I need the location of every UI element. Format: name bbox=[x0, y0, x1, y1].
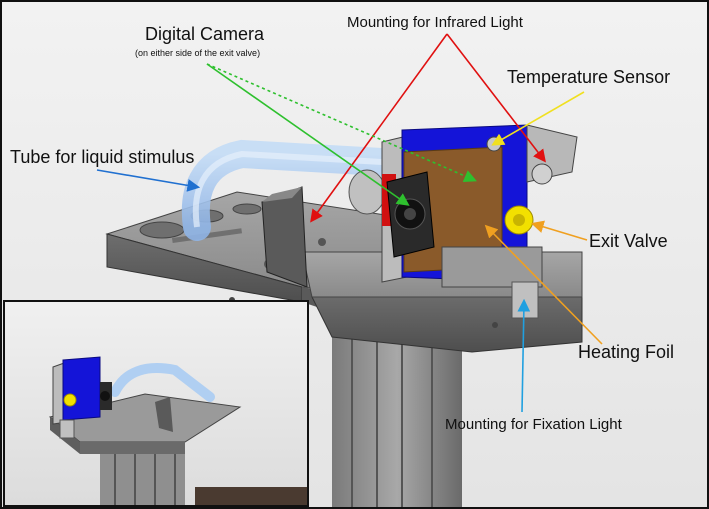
label-camera-note: (on either side of the exit valve) bbox=[135, 48, 261, 58]
label-heating-foil: Heating Foil bbox=[578, 342, 675, 362]
label-exit-valve: Exit Valve bbox=[589, 231, 668, 251]
inset-view bbox=[3, 300, 309, 507]
label-fixation-mount: Mounting for Fixation Light bbox=[445, 416, 622, 433]
support-column bbox=[332, 322, 462, 507]
label-digital-camera: Digital Camera bbox=[145, 24, 265, 44]
label-tube: Tube for liquid stimulus bbox=[10, 147, 195, 167]
label-temperature-sensor: Temperature Sensor bbox=[507, 67, 671, 87]
inset-render bbox=[48, 356, 307, 505]
infrared-mount-left bbox=[261, 186, 308, 288]
label-infrared-mount: Mounting for Infrared Light bbox=[347, 14, 523, 31]
